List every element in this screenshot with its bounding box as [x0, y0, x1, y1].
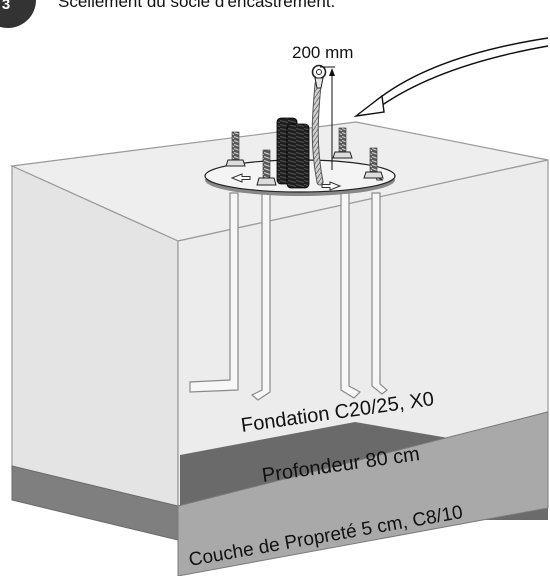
bolt-back-left — [225, 131, 246, 167]
earth-cable — [311, 64, 327, 186]
curved-arrow-line-inner — [377, 45, 549, 109]
dimension-marker: 200 mm — [292, 43, 353, 170]
step-badge: 3 — [0, 0, 36, 28]
curved-arrow-line — [371, 37, 549, 105]
anchor-rod-right-outer — [371, 192, 388, 395]
anchor-rods — [189, 192, 388, 401]
cleanliness-layer — [11, 411, 549, 576]
conduit-tube-front — [286, 123, 310, 189]
plate-arrow-right-icon — [321, 181, 342, 191]
bolt-back-right — [332, 127, 353, 159]
bolt-front-left — [256, 149, 277, 186]
curved-arrow-head-icon — [353, 94, 385, 118]
conduit-tubes — [276, 117, 310, 189]
caption: Scellement du socle d'encastrement. — [58, 0, 335, 11]
anchor-rod-left-outer — [189, 192, 239, 393]
cleanliness-layer-front — [177, 411, 549, 576]
measurement-label: 200 mm — [292, 43, 353, 62]
step-badge-circle — [0, 0, 36, 28]
step-number: 3 — [2, 0, 10, 13]
bolt-front-right — [363, 147, 384, 179]
dimension-arrow-icon — [329, 68, 335, 76]
curved-arrow — [353, 37, 549, 118]
plate-arrow-left-icon — [230, 173, 251, 183]
